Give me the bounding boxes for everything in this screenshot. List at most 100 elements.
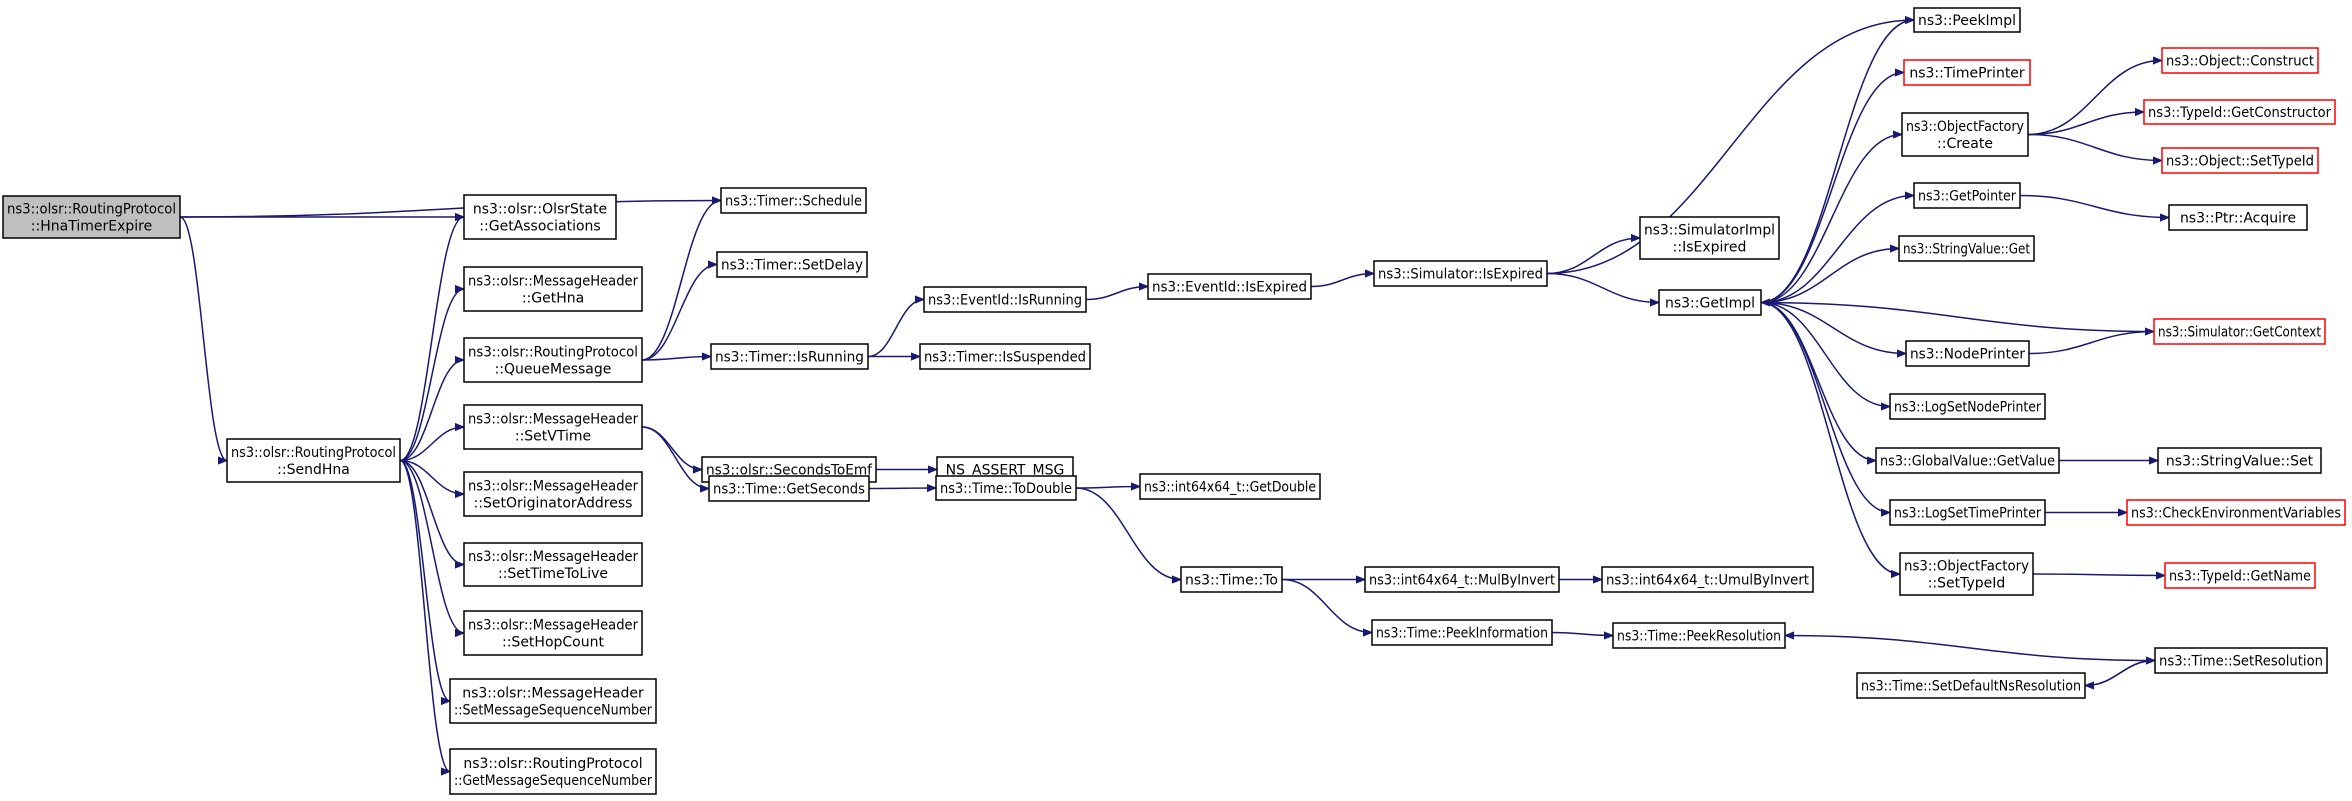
node-label: ns3::Timer::Schedule xyxy=(725,194,862,210)
node-simulator-is-expired[interactable]: ns3::Simulator::IsExpired xyxy=(1373,260,1548,287)
node-string-value-get[interactable]: ns3::StringValue::Get xyxy=(1898,235,2035,262)
node-label: ns3::olsr::MessageHeader xyxy=(468,618,638,634)
node-ptr-acquire[interactable]: ns3::Ptr::Acquire xyxy=(2168,204,2308,231)
call-edge-set-vtime-to-time-get-seconds xyxy=(641,426,710,489)
node-box xyxy=(2126,499,2346,526)
node-timer-is-suspended[interactable]: ns3::Timer::IsSuspended xyxy=(919,343,1091,370)
node-label: ns3::olsr::RoutingProtocol xyxy=(7,202,176,218)
node-box xyxy=(1373,260,1548,287)
node-label: ns3::Object::SetTypeId xyxy=(2166,154,2314,170)
node-timer-schedule[interactable]: ns3::Timer::Schedule xyxy=(720,187,867,214)
node-string-value-set[interactable]: ns3::StringValue::Set xyxy=(2157,447,2322,474)
node-mul-by-invert[interactable]: ns3::int64x64_t::MulByInvert xyxy=(1364,566,1560,593)
node-set-resolution[interactable]: ns3::Time::SetResolution xyxy=(2154,647,2328,674)
call-edge-get-pointer-to-ptr-acquire xyxy=(2019,194,2169,218)
node-get-pointer[interactable]: ns3::GetPointer xyxy=(1913,182,2021,209)
node-log-set-node-printer[interactable]: ns3::LogSetNodePrinter xyxy=(1889,393,2046,420)
node-label: ns3::int64x64_t::GetDouble xyxy=(1144,480,1316,496)
node-label: ns3::olsr::MessageHeader xyxy=(468,479,638,495)
node-check-environment-variables[interactable]: ns3::CheckEnvironmentVariables xyxy=(2126,499,2346,526)
node-label: ns3::ObjectFactory xyxy=(1906,119,2024,135)
node-type-id-get-constructor[interactable]: ns3::TypeId::GetConstructor xyxy=(2143,99,2336,125)
node-label: ::SetVTime xyxy=(515,429,591,445)
node-box xyxy=(1898,235,2035,262)
call-edge-get-impl-to-time-printer xyxy=(1760,73,1904,304)
node-get-associations[interactable]: ns3::olsr::OlsrState::GetAssociations xyxy=(463,194,617,240)
node-set-vtime[interactable]: ns3::olsr::MessageHeader::SetVTime xyxy=(463,404,643,450)
node-timer-is-running[interactable]: ns3::Timer::IsRunning xyxy=(710,343,869,370)
node-node-printer[interactable]: ns3::NodePrinter xyxy=(1905,340,2030,367)
node-box xyxy=(1913,182,2021,209)
node-box xyxy=(463,194,617,240)
node-box xyxy=(710,343,869,370)
node-label: NS_ASSERT_MSG xyxy=(946,463,1065,479)
node-label: ns3::olsr::SecondsToEmf xyxy=(706,463,873,479)
node-object-set-type-id[interactable]: ns3::Object::SetTypeId xyxy=(2161,147,2319,174)
node-global-value-get-value[interactable]: ns3::GlobalValue::GetValue xyxy=(1875,447,2060,474)
node-label: ns3::Time::SetDefaultNsResolution xyxy=(1861,679,2081,695)
node-event-id-is-running[interactable]: ns3::EventId::IsRunning xyxy=(923,286,1087,313)
node-get-hna[interactable]: ns3::olsr::MessageHeader::GetHna xyxy=(463,266,643,312)
node-queue-message[interactable]: ns3::olsr::RoutingProtocol::QueueMessage xyxy=(463,337,643,383)
call-edge-timer-is-running-to-event-id-is-running xyxy=(867,300,925,358)
node-box xyxy=(463,610,643,656)
node-type-id-get-name[interactable]: ns3::TypeId::GetName xyxy=(2164,562,2316,589)
node-log-set-time-printer[interactable]: ns3::LogSetTimePrinter xyxy=(1889,499,2046,526)
node-label: ns3::SimulatorImpl xyxy=(1644,223,1775,239)
node-peek-resolution[interactable]: ns3::Time::PeekResolution xyxy=(1612,622,1786,649)
node-box xyxy=(716,251,868,278)
node-label: ns3::Timer::SetDelay xyxy=(721,258,863,274)
node-box xyxy=(463,337,643,383)
node-box xyxy=(449,678,657,724)
node-set-hop-count[interactable]: ns3::olsr::MessageHeader::SetHopCount xyxy=(463,610,643,656)
call-edge-queue-message-to-timer-is-running xyxy=(641,357,711,361)
node-label: ns3::GlobalValue::GetValue xyxy=(1880,454,2055,470)
call-edge-time-to-double-to-get-double xyxy=(1075,487,1140,489)
node-peek-information[interactable]: ns3::Time::PeekInformation xyxy=(1371,619,1553,646)
node-time-get-seconds[interactable]: ns3::Time::GetSeconds xyxy=(708,475,870,502)
call-edge-simulator-is-expired-to-peek-impl xyxy=(1546,20,1914,275)
node-box xyxy=(919,343,1091,370)
node-simulator-get-context[interactable]: ns3::Simulator::GetContext xyxy=(2153,318,2326,345)
node-simulator-impl-is-expired[interactable]: ns3::SimulatorImpl::IsExpired xyxy=(1639,216,1780,260)
node-label: ns3::Ptr::Acquire xyxy=(2180,211,2296,227)
node-label: ns3::Time::PeekInformation xyxy=(1376,626,1548,642)
node-box xyxy=(2161,147,2319,174)
node-label: ::GetAssociations xyxy=(479,219,600,235)
node-seconds-to-emf[interactable]: ns3::olsr::SecondsToEmf xyxy=(701,456,877,483)
call-edge-get-impl-to-log-set-node-printer xyxy=(1760,301,1890,407)
node-time-to-double[interactable]: ns3::Time::ToDouble xyxy=(935,475,1077,501)
call-edge-send-hna-to-get-message-sequence-number xyxy=(399,459,451,772)
node-umul-by-invert[interactable]: ns3::int64x64_t::UmulByInvert xyxy=(1601,566,1814,593)
node-label: ns3::TypeId::GetConstructor xyxy=(2148,105,2331,121)
node-box xyxy=(226,438,401,483)
node-hna-timer-expire[interactable]: ns3::olsr::RoutingProtocol::HnaTimerExpi… xyxy=(2,195,181,239)
node-set-default-ns-resolution[interactable]: ns3::Time::SetDefaultNsResolution xyxy=(1856,672,2086,699)
call-edge-simulator-is-expired-to-get-impl xyxy=(1546,272,1659,303)
node-time-to[interactable]: ns3::Time::To xyxy=(1180,566,1283,593)
node-object-factory-set-type-id[interactable]: ns3::ObjectFactory::SetTypeId xyxy=(1899,552,2034,596)
node-label: ns3::TimePrinter xyxy=(1909,66,2025,82)
node-set-originator-address[interactable]: ns3::olsr::MessageHeader::SetOriginatorA… xyxy=(463,471,643,517)
node-box xyxy=(1913,7,2021,33)
node-label: ns3::Simulator::IsExpired xyxy=(1378,267,1543,283)
node-label: ns3::olsr::MessageHeader xyxy=(468,412,638,428)
node-set-message-sequence-number[interactable]: ns3::olsr::MessageHeader::SetMessageSequ… xyxy=(449,678,657,724)
node-label: ns3::olsr::MessageHeader xyxy=(468,274,638,290)
node-get-message-sequence-number[interactable]: ns3::olsr::RoutingProtocol::GetMessageSe… xyxy=(449,748,657,795)
node-get-impl[interactable]: ns3::GetImpl xyxy=(1658,289,1762,316)
node-peek-impl[interactable]: ns3::PeekImpl xyxy=(1913,7,2021,33)
node-box xyxy=(463,542,643,587)
node-set-time-to-live[interactable]: ns3::olsr::MessageHeader::SetTimeToLive xyxy=(463,542,643,587)
node-send-hna[interactable]: ns3::olsr::RoutingProtocol::SendHna xyxy=(226,438,401,483)
node-object-factory-create[interactable]: ns3::ObjectFactory::Create xyxy=(1901,112,2029,157)
call-edge-set-resolution-to-peek-resolution xyxy=(1785,636,2156,662)
node-event-id-is-expired[interactable]: ns3::EventId::IsExpired xyxy=(1147,273,1312,300)
node-object-construct[interactable]: ns3::Object::Construct xyxy=(2161,47,2319,74)
node-get-double[interactable]: ns3::int64x64_t::GetDouble xyxy=(1139,473,1321,500)
node-label: ns3::olsr::RoutingProtocol xyxy=(468,345,638,361)
node-box xyxy=(2,195,181,239)
node-box xyxy=(2154,647,2328,674)
node-time-printer[interactable]: ns3::TimePrinter xyxy=(1903,59,2031,86)
node-timer-set-delay[interactable]: ns3::Timer::SetDelay xyxy=(716,251,868,278)
